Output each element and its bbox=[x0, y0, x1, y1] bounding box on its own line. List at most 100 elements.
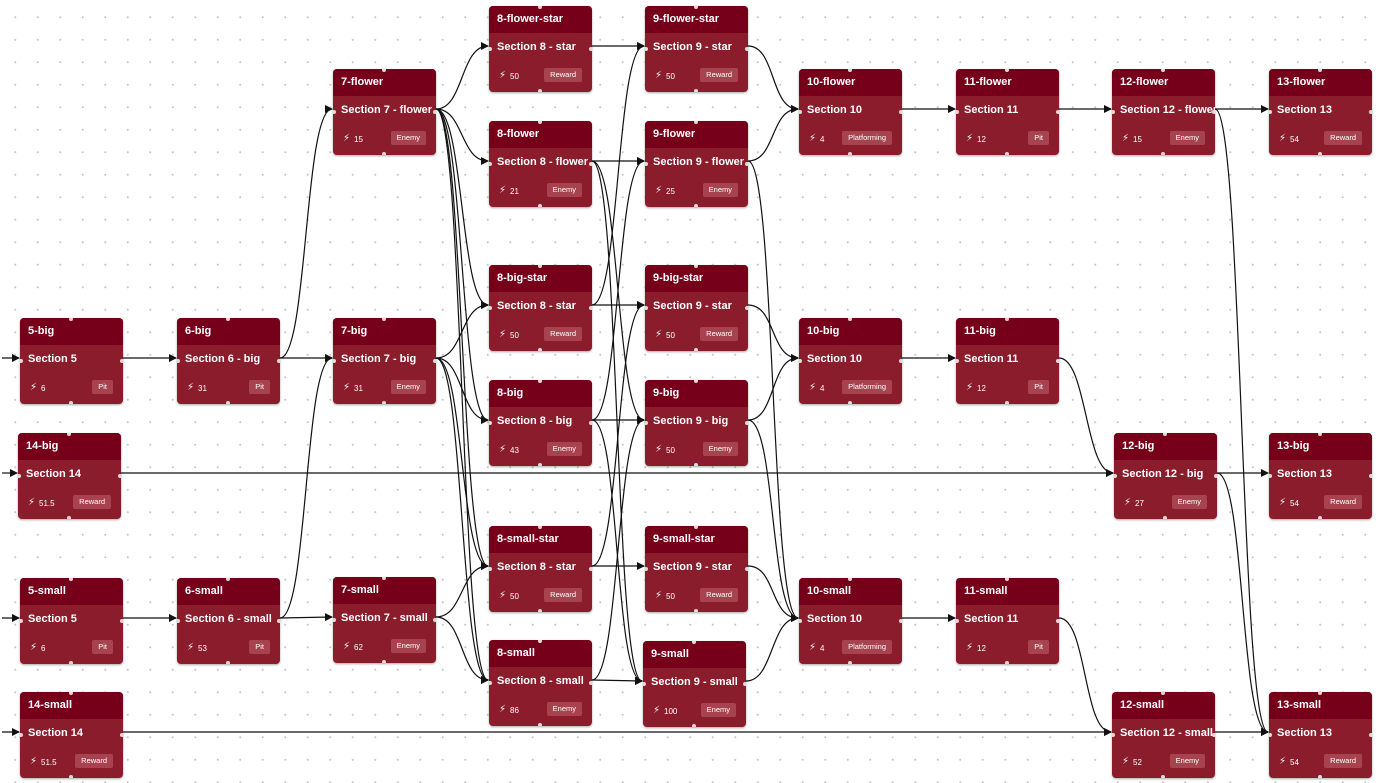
top-port[interactable] bbox=[69, 692, 73, 695]
input-port[interactable] bbox=[645, 421, 648, 425]
input-port[interactable] bbox=[799, 110, 802, 114]
top-port[interactable] bbox=[1318, 433, 1322, 436]
input-port[interactable] bbox=[333, 110, 336, 114]
input-port[interactable] bbox=[333, 359, 336, 363]
bottom-port[interactable] bbox=[69, 775, 73, 778]
output-port[interactable] bbox=[1056, 110, 1059, 114]
input-port[interactable] bbox=[489, 567, 492, 571]
top-port[interactable] bbox=[382, 69, 386, 72]
top-port[interactable] bbox=[848, 69, 852, 72]
bottom-port[interactable] bbox=[538, 463, 542, 466]
input-port[interactable] bbox=[489, 47, 492, 51]
bottom-port[interactable] bbox=[694, 348, 698, 351]
input-port[interactable] bbox=[18, 474, 21, 478]
input-port[interactable] bbox=[645, 47, 648, 51]
output-port[interactable] bbox=[745, 421, 748, 425]
output-port[interactable] bbox=[1369, 474, 1372, 478]
top-port[interactable] bbox=[1161, 692, 1165, 695]
output-port[interactable] bbox=[745, 306, 748, 310]
top-port[interactable] bbox=[67, 433, 71, 436]
bottom-port[interactable] bbox=[1318, 516, 1322, 519]
input-port[interactable] bbox=[956, 359, 959, 363]
top-port[interactable] bbox=[1163, 433, 1167, 436]
input-port[interactable] bbox=[489, 306, 492, 310]
output-port[interactable] bbox=[433, 359, 436, 363]
bottom-port[interactable] bbox=[1005, 152, 1009, 155]
output-port[interactable] bbox=[1212, 110, 1215, 114]
input-port[interactable] bbox=[20, 359, 23, 363]
bottom-port[interactable] bbox=[226, 401, 230, 404]
input-port[interactable] bbox=[489, 162, 492, 166]
top-port[interactable] bbox=[538, 265, 542, 268]
output-port[interactable] bbox=[120, 359, 123, 363]
top-port[interactable] bbox=[1005, 69, 1009, 72]
output-port[interactable] bbox=[277, 359, 280, 363]
top-port[interactable] bbox=[694, 526, 698, 529]
output-port[interactable] bbox=[120, 619, 123, 623]
bottom-port[interactable] bbox=[67, 516, 71, 519]
output-port[interactable] bbox=[118, 474, 121, 478]
bottom-port[interactable] bbox=[69, 661, 73, 664]
top-port[interactable] bbox=[538, 6, 542, 9]
top-port[interactable] bbox=[1005, 318, 1009, 321]
top-port[interactable] bbox=[226, 318, 230, 321]
bottom-port[interactable] bbox=[848, 401, 852, 404]
bottom-port[interactable] bbox=[1161, 775, 1165, 778]
input-port[interactable] bbox=[645, 162, 648, 166]
bottom-port[interactable] bbox=[382, 152, 386, 155]
top-port[interactable] bbox=[69, 318, 73, 321]
output-port[interactable] bbox=[589, 421, 592, 425]
input-port[interactable] bbox=[956, 619, 959, 623]
bottom-port[interactable] bbox=[694, 89, 698, 92]
bottom-port[interactable] bbox=[538, 89, 542, 92]
top-port[interactable] bbox=[538, 380, 542, 383]
bottom-port[interactable] bbox=[1163, 516, 1167, 519]
top-port[interactable] bbox=[538, 640, 542, 643]
top-port[interactable] bbox=[538, 526, 542, 529]
input-port[interactable] bbox=[645, 306, 648, 310]
input-port[interactable] bbox=[20, 733, 23, 737]
output-port[interactable] bbox=[589, 47, 592, 51]
top-port[interactable] bbox=[1161, 69, 1165, 72]
output-port[interactable] bbox=[433, 110, 436, 114]
top-port[interactable] bbox=[1005, 578, 1009, 581]
output-port[interactable] bbox=[743, 682, 746, 686]
bottom-port[interactable] bbox=[382, 401, 386, 404]
top-port[interactable] bbox=[382, 318, 386, 321]
output-port[interactable] bbox=[1214, 474, 1217, 478]
bottom-port[interactable] bbox=[1005, 661, 1009, 664]
input-port[interactable] bbox=[799, 359, 802, 363]
output-port[interactable] bbox=[433, 618, 436, 622]
input-port[interactable] bbox=[956, 110, 959, 114]
output-port[interactable] bbox=[589, 162, 592, 166]
output-port[interactable] bbox=[1369, 733, 1372, 737]
top-port[interactable] bbox=[694, 380, 698, 383]
top-port[interactable] bbox=[694, 121, 698, 124]
output-port[interactable] bbox=[1212, 733, 1215, 737]
input-port[interactable] bbox=[333, 618, 336, 622]
top-port[interactable] bbox=[848, 318, 852, 321]
bottom-port[interactable] bbox=[538, 204, 542, 207]
bottom-port[interactable] bbox=[1318, 152, 1322, 155]
top-port[interactable] bbox=[1318, 69, 1322, 72]
